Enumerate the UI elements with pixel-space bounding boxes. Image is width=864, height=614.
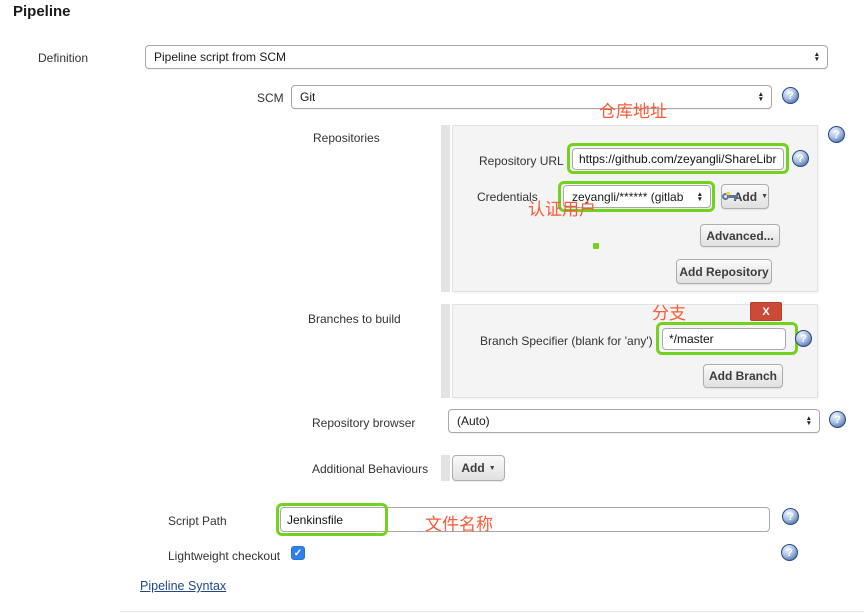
credentials-add-button[interactable]: Add <box>721 184 769 209</box>
annotation-branch: 分支 <box>652 304 686 323</box>
add-repository-button[interactable]: Add Repository <box>676 259 772 284</box>
lightweight-checkout-help-icon[interactable]: ? <box>781 544 798 561</box>
advanced-button-label: Advanced... <box>706 228 774 243</box>
script-path-label: Script Path <box>168 514 227 528</box>
repositories-help-icon[interactable]: ? <box>828 126 845 143</box>
repository-browser-help-icon[interactable]: ? <box>829 411 846 428</box>
key-icon <box>722 192 738 201</box>
credentials-label: Credentials <box>477 190 538 204</box>
additional-behaviours-add-label: Add <box>461 461 485 475</box>
annotation-repository-url: 仓库地址 <box>599 102 667 121</box>
credentials-select-value: zeyangli/****** (gitlab) <box>572 189 684 204</box>
select-stepper-icon <box>814 52 820 62</box>
script-path-input[interactable] <box>280 507 770 532</box>
script-path-help-icon[interactable]: ? <box>782 508 799 525</box>
repository-url-label: Repository URL <box>479 154 564 168</box>
lightweight-checkout-label: Lightweight checkout <box>168 549 281 563</box>
advanced-button[interactable]: Advanced... <box>700 224 780 247</box>
scm-label: SCM <box>257 91 284 105</box>
page-title: Pipeline <box>13 3 71 20</box>
repositories-indent-bar <box>441 125 450 292</box>
repository-browser-select[interactable]: (Auto) <box>448 409 820 433</box>
dropdown-caret-icon <box>489 465 496 472</box>
dropdown-caret-icon <box>761 193 768 200</box>
green-dot-marker <box>593 243 599 249</box>
branch-specifier-label: Branch Specifier (blank for 'any') <box>480 334 653 348</box>
additional-behaviours-label: Additional Behaviours <box>312 462 429 476</box>
additional-behaviours-indent-bar <box>441 455 450 481</box>
add-repository-label: Add Repository <box>679 264 769 279</box>
branches-to-build-label: Branches to build <box>308 312 401 326</box>
scm-select-value: Git <box>300 90 316 104</box>
delete-branch-button[interactable]: X <box>750 302 782 321</box>
branches-indent-bar <box>441 304 450 398</box>
scm-select[interactable]: Git <box>291 85 772 109</box>
definition-select[interactable]: Pipeline script from SCM <box>145 45 828 69</box>
repository-browser-label: Repository browser <box>312 416 416 430</box>
repositories-label: Repositories <box>313 131 380 145</box>
repository-url-input[interactable] <box>572 148 784 170</box>
repository-url-help-icon[interactable]: ? <box>792 150 809 167</box>
credentials-select[interactable]: zeyangli/****** (gitlab) <box>563 185 711 208</box>
credentials-add-label: Add <box>733 189 758 204</box>
add-branch-button[interactable]: Add Branch <box>703 364 783 388</box>
lightweight-checkout-checkbox[interactable]: ✓ <box>291 546 305 560</box>
branch-specifier-input[interactable] <box>662 328 786 350</box>
additional-behaviours-add-button[interactable]: Add <box>452 455 505 481</box>
pipeline-syntax-link[interactable]: Pipeline Syntax <box>140 579 227 593</box>
annotation-script-path: 文件名称 <box>425 515 493 534</box>
add-branch-label: Add Branch <box>708 369 777 383</box>
select-stepper-icon <box>806 416 812 426</box>
select-stepper-icon <box>758 92 764 102</box>
repository-browser-value: (Auto) <box>457 414 490 428</box>
section-divider <box>120 611 864 612</box>
branch-specifier-help-icon[interactable]: ? <box>795 330 812 347</box>
annotation-credentials: 认证用户 <box>528 200 596 219</box>
definition-select-value: Pipeline script from SCM <box>154 50 287 64</box>
select-stepper-icon <box>697 192 703 202</box>
definition-label: Definition <box>38 51 89 65</box>
scm-help-icon[interactable]: ? <box>782 87 799 104</box>
